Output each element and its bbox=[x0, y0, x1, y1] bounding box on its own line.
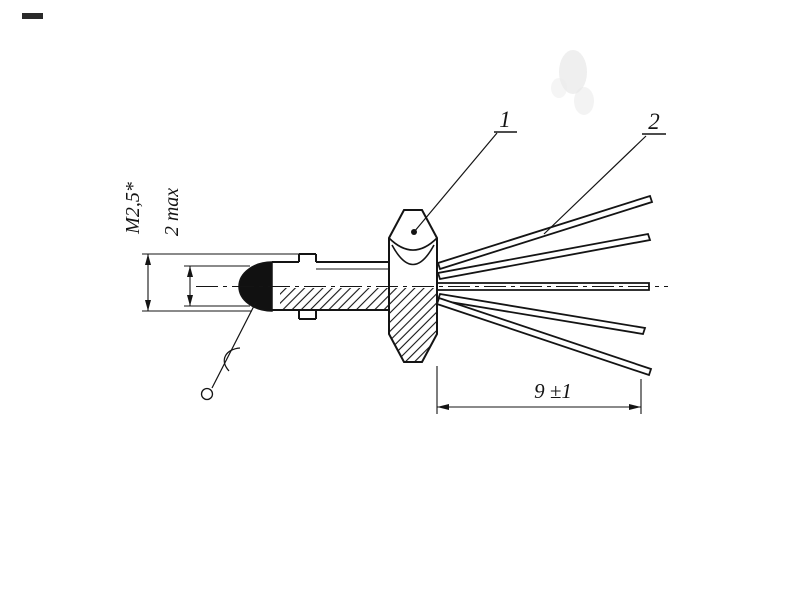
leader-dot bbox=[411, 229, 417, 235]
dim-thread-label: M2,5* bbox=[122, 182, 144, 235]
stud-section-hatch bbox=[280, 288, 389, 310]
dim-dome-label: 2 max bbox=[161, 188, 183, 236]
callout-1-label: 1 bbox=[499, 107, 511, 132]
dim-lead-length: 9 ±1 bbox=[436, 366, 642, 414]
scan-artifacts bbox=[22, 13, 594, 115]
leader-end-circle bbox=[200, 387, 214, 401]
lead-wire bbox=[436, 292, 647, 336]
arrowhead bbox=[629, 404, 641, 410]
callout-2: 2 bbox=[543, 109, 666, 235]
scan-corner-mark bbox=[22, 13, 43, 19]
threaded-stud bbox=[238, 253, 389, 320]
leader-line bbox=[413, 132, 498, 233]
dome-cap bbox=[238, 261, 273, 312]
lead-wire bbox=[435, 296, 653, 377]
scan-smudge bbox=[574, 87, 594, 115]
callout-2-label: 2 bbox=[648, 109, 660, 134]
nut-chamfer-arc bbox=[388, 237, 438, 251]
nut-dome-arc bbox=[391, 244, 435, 266]
dome-leader bbox=[200, 301, 257, 401]
callout-1: 1 bbox=[411, 107, 517, 235]
arrowhead bbox=[187, 266, 193, 277]
hex-nut bbox=[388, 209, 438, 363]
dim-dome-height: 2 max bbox=[161, 188, 250, 307]
nut-section-hatch bbox=[389, 288, 437, 362]
arrowhead bbox=[187, 295, 193, 306]
arrowhead bbox=[145, 300, 151, 311]
leader-line bbox=[543, 135, 647, 235]
leader-hook-curve bbox=[223, 347, 241, 372]
lead-wire bbox=[436, 232, 652, 281]
scan-smudge bbox=[559, 50, 587, 94]
lead-wires bbox=[435, 194, 654, 377]
dim-thread: M2,5* bbox=[122, 182, 299, 312]
leader-line bbox=[211, 301, 257, 389]
scan-smudge bbox=[551, 78, 567, 98]
arrowhead bbox=[145, 254, 151, 265]
dim-lead-length-label: 9 ±1 bbox=[534, 379, 572, 403]
arrowhead bbox=[437, 404, 449, 410]
